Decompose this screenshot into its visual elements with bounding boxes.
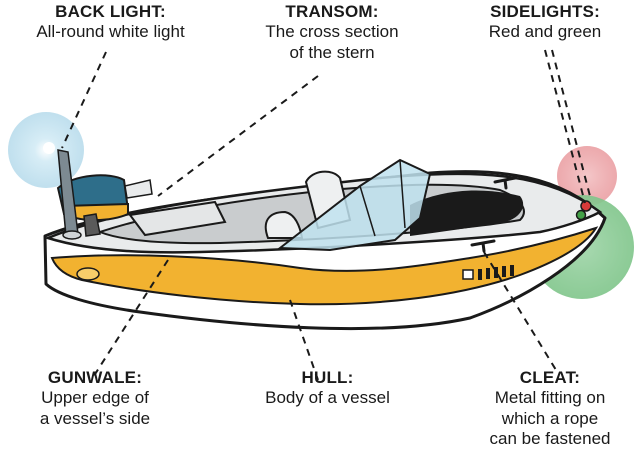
label-gunwale-desc-1: Upper edge of [41, 388, 149, 408]
label-transom: TRANSOM: The cross section of the stern [232, 2, 432, 63]
label-hull: HULL: Body of a vessel [235, 368, 420, 409]
label-cleat-desc-2: which a rope [501, 408, 599, 428]
label-back-light: BACK LIGHT: All-round white light [8, 2, 213, 43]
red-light-glow [557, 146, 617, 206]
label-hull-name: HULL: [301, 368, 354, 387]
label-gunwale-name: GUNWALE: [47, 368, 143, 387]
label-back-light-name: BACK LIGHT: [55, 2, 166, 21]
label-transom-desc-1: The cross section [265, 22, 399, 42]
label-sidelights-desc: Red and green [488, 22, 602, 42]
label-sidelights-name: SIDELIGHTS: [490, 2, 600, 21]
label-cleat-name: CLEAT: [519, 368, 581, 387]
label-hull-desc: Body of a vessel [265, 388, 390, 408]
label-sidelights: SIDELIGHTS: Red and green [455, 2, 635, 43]
label-cleat-desc-1: Metal fitting on [494, 388, 606, 408]
label-back-light-desc: All-round white light [36, 22, 185, 42]
label-transom-desc-2: of the stern [289, 42, 375, 62]
label-gunwale: GUNWALE: Upper edge of a vessel’s side [10, 368, 180, 429]
label-cleat: CLEAT: Metal fitting on which a rope can… [462, 368, 638, 450]
label-transom-name: TRANSOM: [285, 2, 379, 21]
label-cleat-desc-3: can be fastened [489, 429, 611, 449]
label-gunwale-desc-2: a vessel’s side [39, 408, 151, 428]
